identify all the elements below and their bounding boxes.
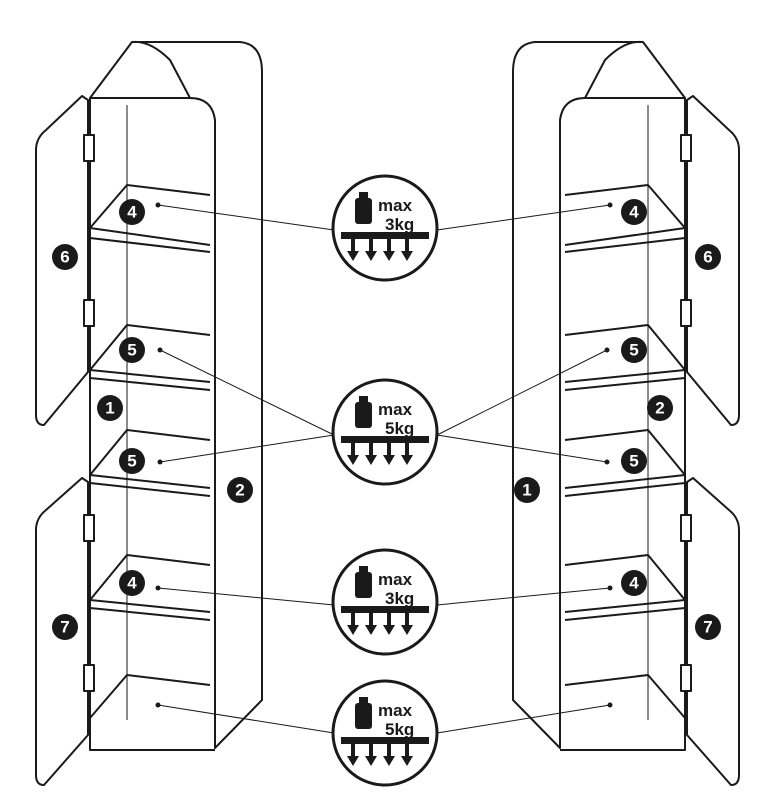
part-badge: 1: [514, 477, 540, 503]
svg-text:7: 7: [703, 618, 712, 637]
left-part-badges: 6 4 5 1 5 2 4 7: [52, 199, 253, 640]
weight-load: 5kg: [385, 720, 414, 739]
part-badge: 5: [621, 337, 647, 363]
svg-text:7: 7: [60, 618, 69, 637]
weight-limit-2: max 5kg: [331, 378, 439, 486]
part-badge: 7: [695, 614, 721, 640]
weight-max: max: [378, 196, 413, 215]
svg-text:1: 1: [105, 399, 114, 418]
svg-text:1: 1: [522, 481, 531, 500]
weight-limit-4: max 5kg: [331, 679, 439, 787]
part-badge: 4: [119, 199, 145, 225]
part-badge: 6: [695, 244, 721, 270]
svg-text:5: 5: [629, 341, 638, 360]
weight-load: 5kg: [385, 419, 414, 438]
weight-max: max: [378, 570, 413, 589]
part-badge: 2: [647, 395, 673, 421]
svg-text:5: 5: [629, 452, 638, 471]
part-badge: 6: [52, 244, 78, 270]
leader-lines: [157, 204, 611, 734]
left-cabinet: [35, 40, 263, 787]
svg-text:5: 5: [127, 452, 136, 471]
weight-load: 3kg: [385, 589, 414, 608]
weight-max: max: [378, 701, 413, 720]
weight-max: max: [378, 400, 413, 419]
part-badge: 7: [52, 614, 78, 640]
part-badge: 2: [227, 477, 253, 503]
svg-text:4: 4: [127, 574, 137, 593]
part-badge: 1: [97, 395, 123, 421]
part-badge: 4: [119, 570, 145, 596]
right-cabinet: [512, 40, 740, 787]
part-badge: 5: [621, 448, 647, 474]
part-badge: 5: [119, 448, 145, 474]
svg-text:6: 6: [703, 248, 712, 267]
svg-text:4: 4: [127, 203, 137, 222]
weight-limit-3: max 3kg: [331, 548, 439, 656]
svg-text:4: 4: [629, 203, 639, 222]
svg-text:5: 5: [127, 341, 136, 360]
right-part-badges: 4 6 5 2 5 1 4 7: [514, 199, 721, 640]
part-badge: 4: [621, 199, 647, 225]
svg-text:2: 2: [235, 481, 244, 500]
part-badge: 5: [119, 337, 145, 363]
svg-text:4: 4: [629, 574, 639, 593]
weight-load: 3kg: [385, 215, 414, 234]
svg-text:2: 2: [655, 399, 664, 418]
weight-limit-1: max 3kg: [331, 174, 439, 282]
part-badge: 4: [621, 570, 647, 596]
svg-text:6: 6: [60, 248, 69, 267]
